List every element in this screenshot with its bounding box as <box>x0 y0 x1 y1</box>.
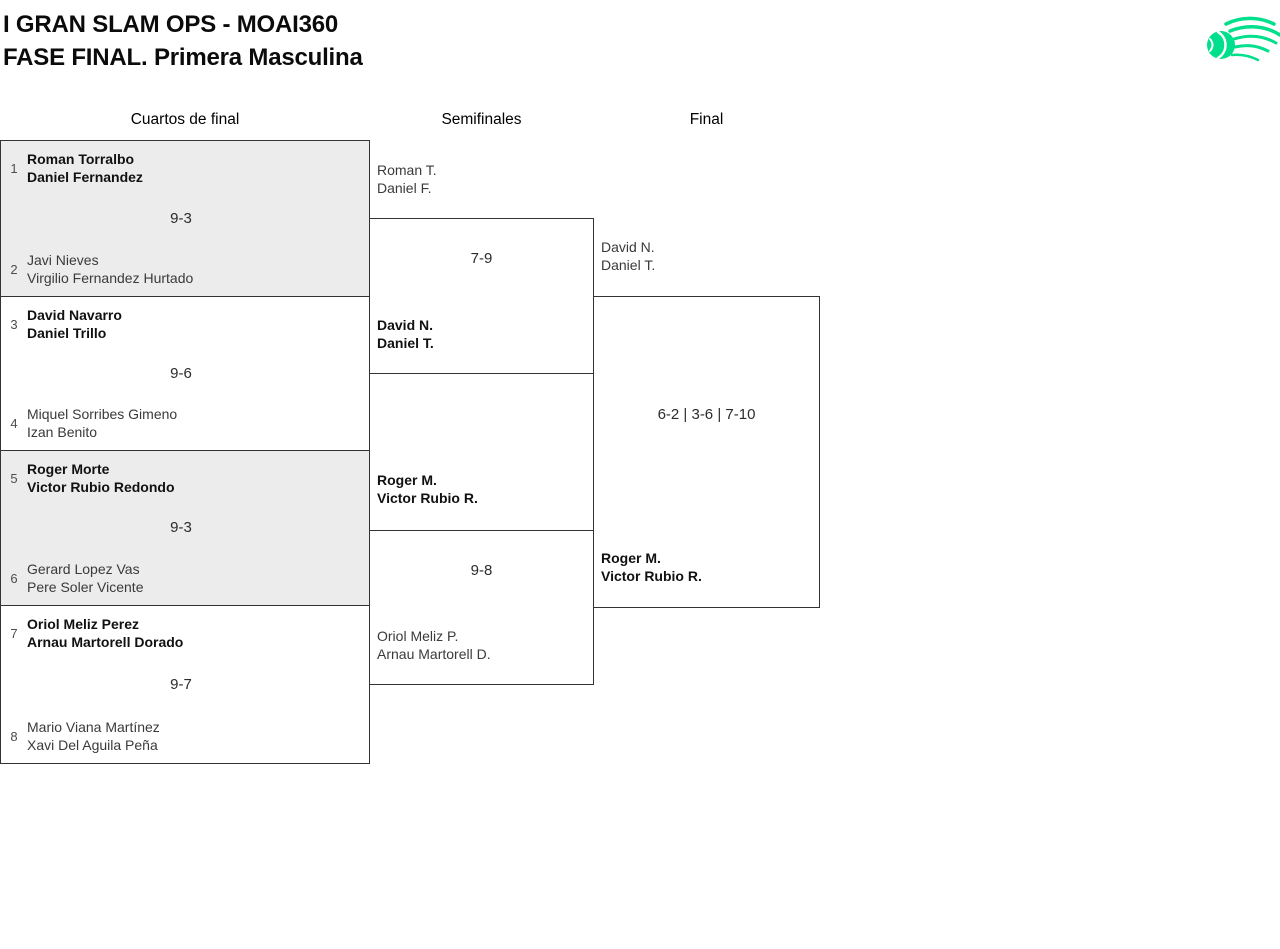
player-name: Oriol Meliz Perez <box>27 616 140 632</box>
qf4-bottom-team: 8 Mario Viana Martínez Xavi Del Aguila P… <box>1 718 361 754</box>
player-name: Pere Soler Vicente <box>27 579 144 595</box>
player-name: Mario Viana Martínez <box>27 719 160 735</box>
team-pair: Oriol Meliz Perez Arnau Martorell Dorado <box>27 615 183 651</box>
seed-number: 5 <box>10 470 18 486</box>
player-name: Roger M. <box>601 550 661 566</box>
player-name: Daniel T. <box>377 335 434 351</box>
final-match-box <box>593 296 820 608</box>
team-pair: Mario Viana Martínez Xavi Del Aguila Peñ… <box>27 718 160 754</box>
sf1-score: 7-9 <box>470 250 493 267</box>
player-name: Gerard Lopez Vas <box>27 561 140 577</box>
player-name: Roger Morte <box>27 461 110 477</box>
qf3-bottom-team: 6 Gerard Lopez Vas Pere Soler Vicente <box>1 560 361 596</box>
player-name: David Navarro <box>27 307 122 323</box>
qf-match-2: 3 David Navarro Daniel Trillo 9-6 4 Miqu… <box>0 296 370 451</box>
qf2-bottom-team: 4 Miquel Sorribes Gimeno Izan Benito <box>1 405 361 441</box>
final-top-team: David N. Daniel T. <box>601 238 655 274</box>
player-name: Victor Rubio Redondo <box>27 479 175 495</box>
sf1-bottom-team: David N. Daniel T. <box>377 316 434 352</box>
match-score: 9-6 <box>170 364 192 382</box>
player-name: Victor Rubio R. <box>601 568 702 584</box>
player-name: Victor Rubio R. <box>377 490 478 506</box>
tournament-title: I GRAN SLAM OPS - MOAI360 <box>3 11 339 38</box>
match-score: 9-3 <box>170 519 192 536</box>
player-name: Daniel F. <box>377 180 432 196</box>
player-name: Daniel T. <box>601 257 656 273</box>
match-score: 9-3 <box>170 209 192 227</box>
player-name: Miquel Sorribes Gimeno <box>27 406 178 422</box>
player-name: Virgilio Fernandez Hurtado <box>27 270 194 286</box>
seed-number: 1 <box>10 160 18 176</box>
player-name: Javi Nieves <box>27 252 99 268</box>
seed-number: 2 <box>10 261 18 277</box>
player-name: Roman T. <box>377 162 437 178</box>
page-header: I GRAN SLAM OPS - MOAI360 FASE FINAL. Pr… <box>3 8 363 74</box>
qf1-top-team: 1 Roman Torralbo Daniel Fernandez <box>1 150 361 186</box>
player-name: Arnau Martorell D. <box>377 646 491 662</box>
seed-number: 7 <box>10 625 18 641</box>
player-name: Roman Torralbo <box>27 151 135 167</box>
round-header-final: Final <box>689 111 724 128</box>
player-name: Oriol Meliz P. <box>377 628 459 644</box>
tennis-ball-logo <box>1196 14 1280 70</box>
match-score: 9-7 <box>170 675 192 693</box>
team-pair: Gerard Lopez Vas Pere Soler Vicente <box>27 560 143 596</box>
final-score: 6-2 | 3-6 | 7-10 <box>657 406 756 423</box>
qf4-top-team: 7 Oriol Meliz Perez Arnau Martorell Dora… <box>1 615 361 651</box>
sf1-top-team: Roman T. Daniel F. <box>377 161 437 197</box>
team-pair: Roman Torralbo Daniel Fernandez <box>27 150 143 186</box>
player-name: Daniel Fernandez <box>27 169 143 185</box>
qf-match-3: 5 Roger Morte Victor Rubio Redondo 9-3 6… <box>0 450 370 606</box>
player-name: Izan Benito <box>27 424 98 440</box>
sf2-score: 9-8 <box>470 562 493 579</box>
team-pair: David Navarro Daniel Trillo <box>27 306 122 342</box>
qf-match-4: 7 Oriol Meliz Perez Arnau Martorell Dora… <box>0 605 370 764</box>
player-name: Daniel Trillo <box>27 325 107 341</box>
player-name: Roger M. <box>377 472 437 488</box>
seed-number: 6 <box>10 570 18 586</box>
team-pair: Miquel Sorribes Gimeno Izan Benito <box>27 405 177 441</box>
team-pair: Javi Nieves Virgilio Fernandez Hurtado <box>27 251 193 287</box>
seed-number: 8 <box>10 728 18 744</box>
player-name: David N. <box>601 239 655 255</box>
seed-number: 3 <box>10 316 18 332</box>
sf2-top-team: Roger M. Victor Rubio R. <box>377 471 478 507</box>
player-name: Xavi Del Aguila Peña <box>27 737 158 753</box>
round-header-quarterfinals: Cuartos de final <box>130 111 240 128</box>
final-bottom-team: Roger M. Victor Rubio R. <box>601 549 702 585</box>
qf2-top-team: 3 David Navarro Daniel Trillo <box>1 306 361 342</box>
qf-match-1: 1 Roman Torralbo Daniel Fernandez 9-3 2 … <box>0 140 370 297</box>
player-name: David N. <box>377 317 434 333</box>
qf3-top-team: 5 Roger Morte Victor Rubio Redondo <box>1 460 361 496</box>
qf1-bottom-team: 2 Javi Nieves Virgilio Fernandez Hurtado <box>1 251 361 287</box>
seed-number: 4 <box>10 415 18 431</box>
round-header-semifinals: Semifinales <box>441 111 522 128</box>
team-pair: Roger Morte Victor Rubio Redondo <box>27 460 175 496</box>
player-name: Arnau Martorell Dorado <box>27 634 184 650</box>
tournament-subtitle: FASE FINAL. Primera Masculina <box>3 44 363 71</box>
sf2-bottom-team: Oriol Meliz P. Arnau Martorell D. <box>377 627 491 663</box>
